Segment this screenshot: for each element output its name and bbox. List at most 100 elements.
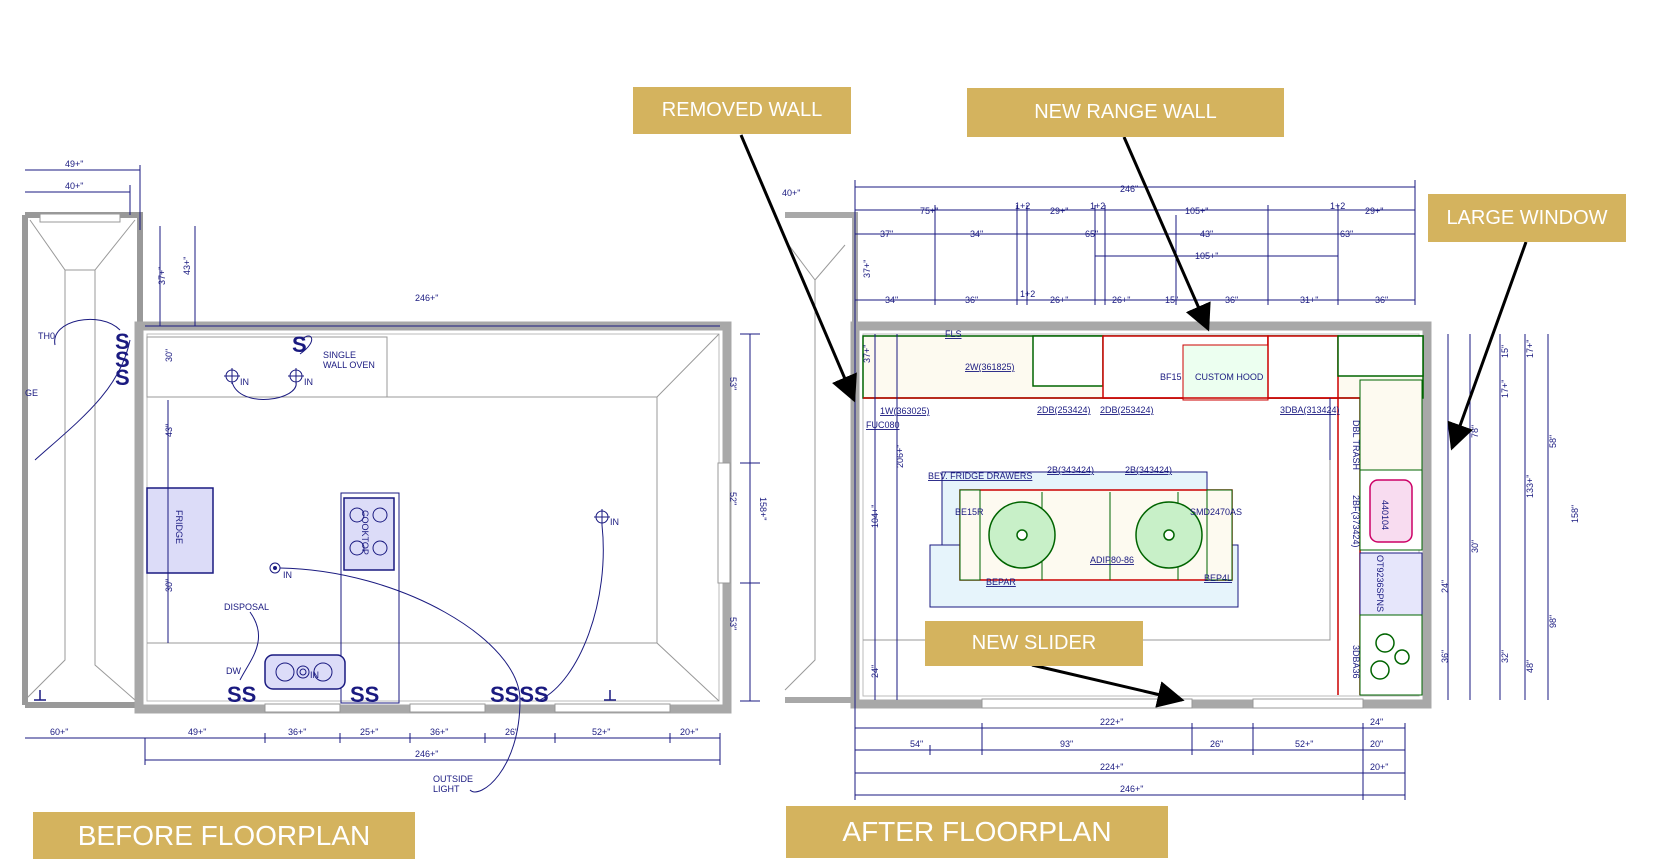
dim-before-lv2: 43" — [164, 424, 174, 437]
label-dbl-trash: DBL TRASH — [1351, 420, 1361, 470]
before-left-room — [22, 212, 143, 708]
dim-before-bottom-4: 36+" — [430, 727, 448, 737]
before-floorplan — [22, 165, 760, 793]
dim-after-row4-5: 15" — [1165, 295, 1178, 305]
before-text: 49+" 40+" 246+" 37+" 43+" 30" 43" 30" 53… — [25, 159, 768, 794]
label-b343424-a: 2B(343424) — [1047, 465, 1094, 475]
arrow-new-range-wall — [1122, 136, 1211, 332]
label-b343424-b: 2B(343424) — [1125, 465, 1172, 475]
dim-before-bottom-0: 60+" — [50, 727, 68, 737]
dim-after-row4-4: 26+" — [1112, 295, 1130, 305]
dim-before-overall-top: 246+" — [415, 293, 438, 303]
callout-new-slider: NEW SLIDER — [925, 621, 1143, 666]
dim-after-left-2: 206+" — [895, 445, 905, 468]
dim-before-top1: 49+" — [65, 159, 83, 169]
label-thd: TH0 — [38, 331, 55, 341]
callout-large-window: LARGE WINDOW — [1428, 194, 1626, 242]
dim-after-row4-8: 36" — [1375, 295, 1388, 305]
dim-before-lv1: 30" — [164, 349, 174, 362]
label-bepal: BEP4L — [1204, 573, 1232, 583]
dim-after-right-7: 24" — [1440, 580, 1450, 593]
after-sink — [1369, 479, 1413, 543]
dim-before-bottom-7: 20+" — [680, 727, 698, 737]
dim-after-right-9: 32" — [1500, 650, 1510, 663]
dim-after-bottom4: 246+" — [1120, 784, 1143, 794]
dim-after-left-4: 24" — [870, 665, 880, 678]
dim-after-row3: 105+" — [1195, 251, 1218, 261]
dim-after-right-3: 133+" — [1525, 475, 1535, 498]
dim-before-rv2: 52" — [728, 492, 738, 505]
switch-symbol-2: S — [115, 347, 130, 372]
callout-after-floorplan: AFTER FLOORPLAN — [786, 806, 1168, 858]
dim-after-row1-2: 29+" — [1050, 206, 1068, 216]
label-disposal: DISPOSAL — [224, 602, 269, 612]
dim-after-row4-7: 31+" — [1300, 295, 1318, 305]
label-outside-light: OUTSIDE — [433, 774, 473, 784]
before-fridge — [146, 487, 214, 574]
label-ge: GE — [25, 388, 38, 398]
label-in-5: IN — [310, 670, 319, 680]
dim-after-left-3: 104+" — [870, 505, 880, 528]
label-dba313424: 3DBA(313424) — [1280, 405, 1340, 415]
dim-after-top0: 40+" — [782, 188, 800, 198]
dim-after-row2-3: 43" — [1200, 229, 1213, 239]
label-ot: OT9236SPNS — [1375, 555, 1385, 612]
dim-after-right-12: 17+" — [1525, 340, 1535, 358]
label-cooktop: COOKTOP — [360, 510, 370, 555]
after-floorplan — [784, 180, 1549, 800]
dim-after-bottom3-1: 20+" — [1370, 762, 1388, 772]
label-sink: 440104 — [1380, 500, 1390, 530]
callout-removed-wall: REMOVED WALL — [633, 87, 851, 134]
label-outside-light-2: LIGHT — [433, 784, 460, 794]
dim-after-right-8: 36" — [1440, 650, 1450, 663]
dim-after-right-0: 15" — [1500, 345, 1510, 358]
dim-before-rv1: 53" — [728, 377, 738, 390]
dim-after-bottom2-2: 26" — [1210, 739, 1223, 749]
dim-after-row4-6: 36" — [1225, 295, 1238, 305]
after-stools — [988, 501, 1203, 569]
dim-after-right-6: 30" — [1470, 540, 1480, 553]
label-single-wall-oven-2: WALL OVEN — [323, 360, 375, 370]
callout-arrows — [739, 134, 1528, 708]
after-text: 40+" 246" 75+" 1+2 29+" 1+2 105+" 1+2 29… — [782, 184, 1580, 794]
dim-before-bottom-1: 49+" — [188, 727, 206, 737]
label-fls: FLS — [945, 329, 962, 339]
dim-after-bottom2-3: 52+" — [1295, 739, 1313, 749]
switch-symbol-ssss: SSSS — [490, 682, 549, 707]
before-cooktop-counter — [340, 492, 400, 704]
dim-after-bottom1-1: 24" — [1370, 717, 1383, 727]
dim-after-row1-5: 1+2 — [1330, 201, 1345, 211]
switch-symbol-1: S — [115, 329, 130, 354]
dim-after-right-4: 58" — [1548, 435, 1558, 448]
dim-before-rv3: 53" — [728, 617, 738, 630]
dim-before-bottom-6: 52+" — [592, 727, 610, 737]
dim-after-row1-0: 75+" — [920, 206, 938, 216]
arrow-removed-wall — [739, 134, 857, 403]
before-light-symbols — [224, 368, 610, 676]
label-smd: SMD2470AS — [1190, 507, 1242, 517]
label-bepar: BEPAR — [986, 577, 1016, 587]
dim-after-row1-1: 1+2 — [1015, 201, 1030, 211]
dim-before-top2: 40+" — [65, 181, 83, 191]
dim-after-row2-4: 63" — [1340, 229, 1353, 239]
switch-symbol-ss-1: SS — [227, 682, 256, 707]
dim-after-row1-3: 1+2 — [1090, 201, 1105, 211]
arrow-large-window — [1447, 241, 1528, 451]
dim-after-row4-3: 26+" — [1050, 295, 1068, 305]
dim-after-row1-6: 29+" — [1365, 206, 1383, 216]
dim-after-row2-2: 65" — [1085, 229, 1098, 239]
label-db253424-b: 2DB(253424) — [1100, 405, 1154, 415]
dim-before-bottom-3: 25+" — [360, 727, 378, 737]
dim-before-lv3: 30" — [164, 579, 174, 592]
dim-after-right-11: 98" — [1548, 615, 1558, 628]
dim-after-row2-0: 37" — [880, 229, 893, 239]
dim-after-row2-1: 34" — [970, 229, 983, 239]
before-oven-cabinet — [146, 336, 388, 398]
dim-after-left-1: 37+" — [862, 345, 872, 363]
dim-after-left-0: 37+" — [862, 260, 872, 278]
dim-before-left2: 43+" — [182, 257, 192, 275]
dim-after-right-10: 48" — [1525, 660, 1535, 673]
before-wall-outer — [134, 321, 732, 714]
dim-after-top-overall: 246" — [1120, 184, 1138, 194]
